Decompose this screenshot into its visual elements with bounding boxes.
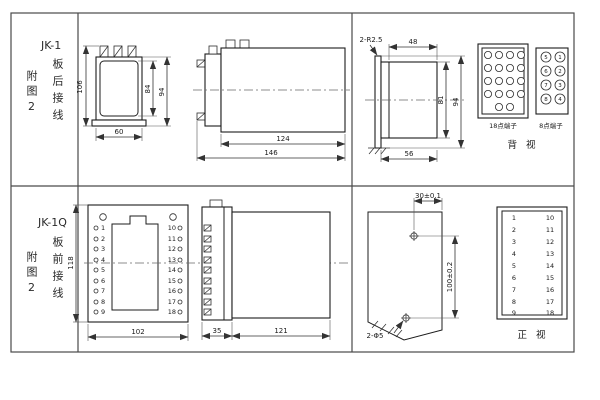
table-cell: 5 (512, 262, 516, 270)
terminal-number: 4 (101, 256, 105, 264)
jk1q-left-terminals: 1 2 3 4 5 6 7 8 9 (93, 224, 105, 316)
jk1q-side-screws (203, 224, 212, 316)
dim-100: 100±0.2 (446, 262, 454, 292)
dim-106: 106 (76, 80, 84, 94)
model-label-top: JK-1 (41, 39, 62, 52)
terminal8-label: 8点端子 (539, 121, 563, 130)
jk1q-front-view: 1 2 3 4 5 6 7 8 9 10 11 12 13 14 15 16 (67, 204, 348, 341)
terminal8-num: 5 (544, 55, 548, 61)
terminal8-num: 2 (558, 69, 562, 75)
model-label-bottom: JK-1Q (38, 216, 67, 229)
radius-note: 2-R2.5 (360, 36, 383, 44)
dim-146: 146 (264, 149, 278, 157)
terminal-number: 10 (168, 224, 176, 232)
table-cell: 9 (512, 309, 516, 317)
jk1-front-view: 106 84 94 60 (76, 45, 171, 141)
table-cell: 3 (512, 238, 516, 246)
jk1q-drill-view: 30±0.1 100±0.2 2-Φ5 (367, 192, 459, 341)
jk1q-right-terminals: 10 11 12 13 14 15 16 17 18 (168, 224, 183, 316)
dim-124: 124 (276, 135, 290, 143)
table-cell: 2 (512, 226, 516, 234)
jk1-rear-view: 5 1 6 2 7 3 8 4 18点端子 8点端子 背 视 (477, 43, 569, 151)
dim-48: 48 (409, 38, 418, 46)
terminal-number: 15 (168, 277, 176, 285)
figure-label-bottom: 附图2 (25, 251, 38, 298)
wiring-label-bottom: 板前接线 (51, 236, 64, 304)
terminal-number: 1 (101, 224, 105, 232)
terminal-number: 8 (101, 298, 105, 306)
terminal-number: 13 (168, 256, 176, 264)
dim-121: 121 (274, 327, 287, 335)
terminal-number: 3 (101, 245, 105, 253)
dim-102: 102 (131, 328, 144, 336)
terminal8-num: 1 (558, 55, 562, 61)
rear-view-caption: 背 视 (507, 139, 538, 151)
table-cell: 8 (512, 298, 516, 306)
jk1-side-view: 124 146 (193, 39, 350, 162)
table-cell: 10 (546, 214, 554, 222)
jk1q-terminal-table: 1 2 3 4 5 6 7 8 9 10 11 12 13 14 15 16 1… (496, 206, 568, 341)
table-cell: 14 (546, 262, 554, 270)
terminal-number: 5 (101, 266, 105, 274)
table-cell: 11 (546, 226, 554, 234)
dim-94-cutout: 94 (452, 97, 460, 106)
terminal-number: 12 (168, 245, 176, 253)
dim-81: 81 (437, 96, 445, 105)
terminal18-points (483, 51, 526, 112)
terminal-number: 2 (101, 235, 105, 243)
terminal8-num: 4 (558, 97, 562, 103)
terminal8-num: 3 (558, 83, 562, 89)
dim-35: 35 (213, 327, 222, 335)
terminal-number: 11 (168, 235, 176, 243)
hole-note: 2-Φ5 (367, 332, 384, 340)
front-view-caption: 正 视 (517, 329, 548, 341)
jk1q-side-view: 35 121 (201, 199, 331, 340)
table-right-column: 10 11 12 13 14 15 16 17 18 (546, 214, 554, 317)
table-cell: 16 (546, 286, 554, 294)
table-left-column: 1 2 3 4 5 6 7 8 9 (512, 214, 516, 317)
table-cell: 4 (512, 250, 516, 258)
terminal18-label: 18点端子 (489, 121, 517, 130)
terminal-number: 6 (101, 277, 105, 285)
wiring-label-top: 板后接线 (51, 58, 64, 126)
table-cell: 12 (546, 238, 554, 246)
table-cell: 18 (546, 309, 554, 317)
terminal-number: 9 (101, 308, 105, 316)
dim-94: 94 (158, 87, 166, 96)
terminal-number: 17 (168, 298, 176, 306)
terminal8-num: 8 (544, 97, 548, 103)
table-cell: 7 (512, 286, 516, 294)
figure-label-top: 附图2 (25, 70, 38, 117)
dim-60: 60 (115, 128, 124, 136)
table-cell: 1 (512, 214, 516, 222)
dim-56: 56 (405, 150, 414, 158)
table-cell: 17 (546, 298, 554, 306)
jk1-panel-cutout-view: 2-R2.5 48 81 94 (360, 36, 466, 163)
dim-30: 30±0.1 (415, 192, 441, 200)
table-cell: 6 (512, 274, 516, 282)
terminal-number: 7 (101, 287, 105, 295)
terminal-number: 14 (168, 266, 176, 274)
terminal8-num: 7 (544, 83, 548, 89)
dim-84: 84 (144, 84, 152, 93)
terminal-number: 16 (168, 287, 176, 295)
table-cell: 13 (546, 250, 554, 258)
terminal-number: 18 (168, 308, 176, 316)
dim-118: 118 (67, 256, 75, 269)
table-cell: 15 (546, 274, 554, 282)
terminal8-points: 5 1 6 2 7 3 8 4 (540, 51, 566, 105)
terminal8-num: 6 (544, 69, 548, 75)
